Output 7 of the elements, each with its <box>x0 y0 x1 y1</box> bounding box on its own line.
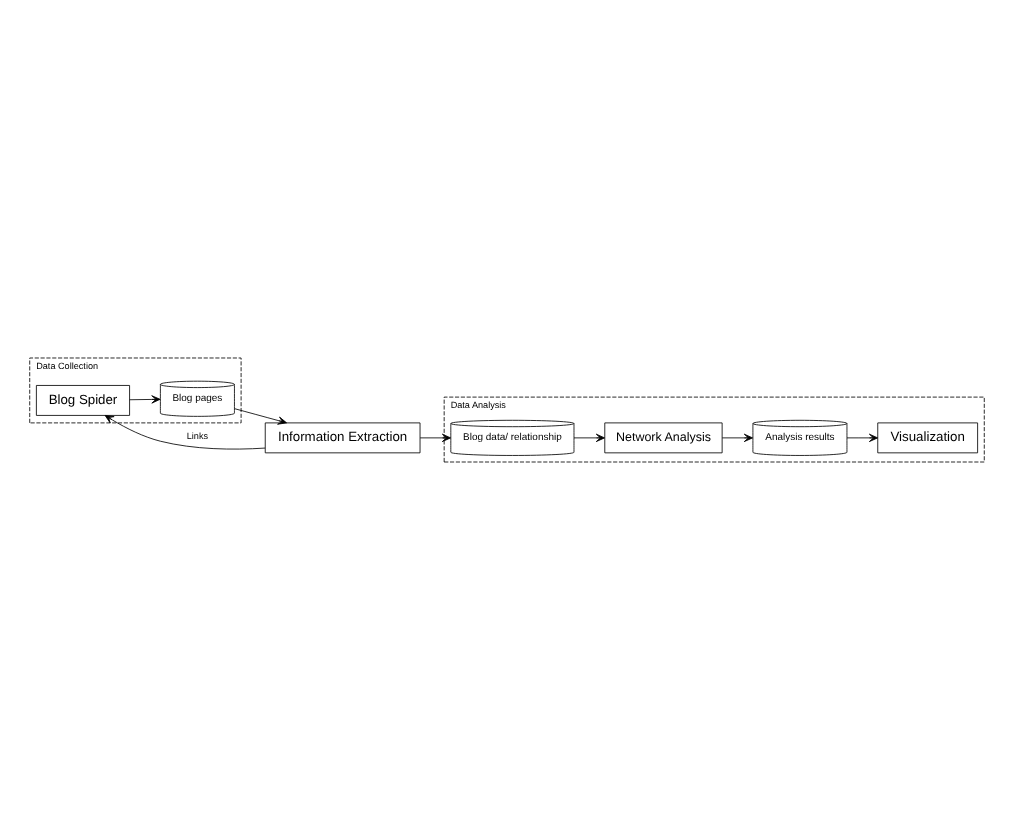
arrow <box>573 432 605 442</box>
arrow <box>234 407 287 424</box>
arrow <box>129 394 161 403</box>
arrow <box>846 432 879 442</box>
arrow <box>419 432 452 442</box>
arrow <box>721 432 753 442</box>
arrow <box>104 414 266 449</box>
